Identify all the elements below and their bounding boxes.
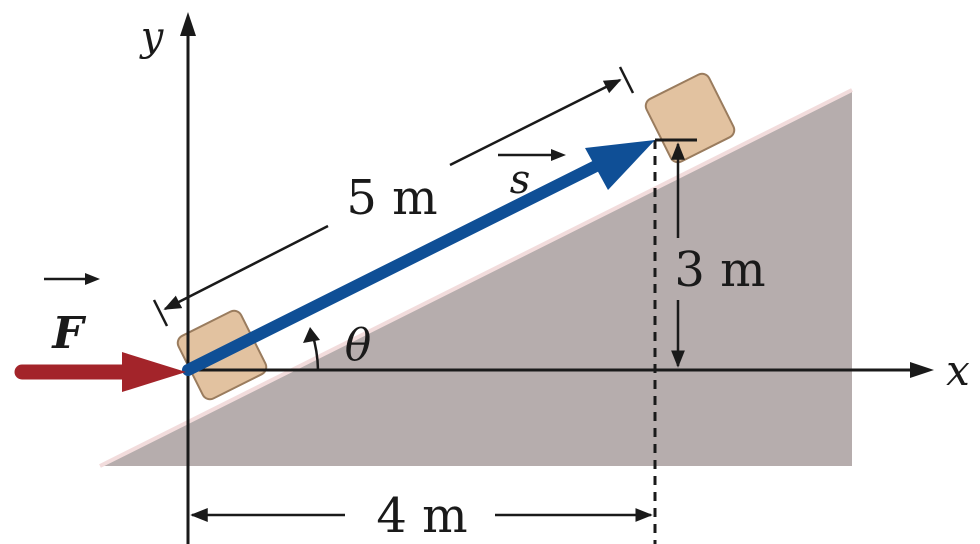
base-length-label: 4 m xyxy=(376,488,467,544)
force-vector-head xyxy=(122,352,186,392)
y-axis-arrowhead xyxy=(180,12,196,36)
x-axis-arrowhead xyxy=(910,362,934,378)
incline-surface-edge xyxy=(99,88,853,468)
force-overarrow-head xyxy=(85,273,100,285)
angle-arc-arrowhead xyxy=(303,327,320,343)
hypotenuse-tick-end xyxy=(618,66,635,94)
displacement-label: s xyxy=(510,157,531,203)
hypotenuse-arrow-lower xyxy=(163,224,329,311)
y-axis-label: y xyxy=(139,14,165,60)
hypotenuse-tick-start xyxy=(152,299,169,327)
hypotenuse-length-label: 5 m xyxy=(346,170,437,226)
angle-label: θ xyxy=(345,320,372,371)
displacement-vector-head xyxy=(585,140,655,190)
force-label: F xyxy=(50,308,86,359)
block-top xyxy=(644,72,736,164)
displacement-vector-shaft xyxy=(182,158,606,376)
x-axis-label: x xyxy=(946,346,970,395)
height-length-label: 3 m xyxy=(674,242,765,298)
hypotenuse-arrow-upper xyxy=(449,78,622,167)
displacement-overarrow-head xyxy=(551,149,566,161)
